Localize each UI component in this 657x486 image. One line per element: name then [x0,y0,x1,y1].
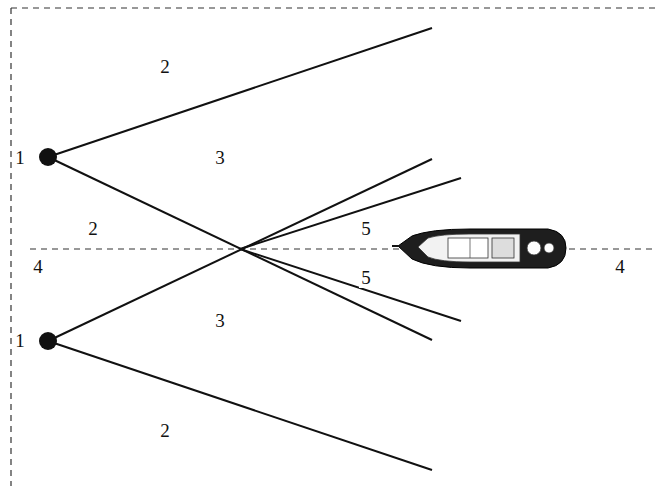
callout-number: 4 [31,256,45,277]
boundary-line [11,7,657,8]
sector-line [48,341,432,470]
boat [392,229,566,268]
callout-number: 5 [359,267,373,288]
callout-number: 2 [158,420,172,441]
callout-number: 3 [213,310,227,331]
light-dot [39,148,57,166]
callout-number: 1 [13,147,27,168]
callout-number: 2 [86,218,100,239]
callout-number: 1 [13,330,27,351]
boundary-line [10,8,11,486]
callout-number: 5 [359,218,373,239]
light-dot [39,332,57,350]
sector-line [48,28,432,157]
callout-number: 4 [613,256,627,277]
callout-number: 2 [158,56,172,77]
callout-number: 3 [213,147,227,168]
